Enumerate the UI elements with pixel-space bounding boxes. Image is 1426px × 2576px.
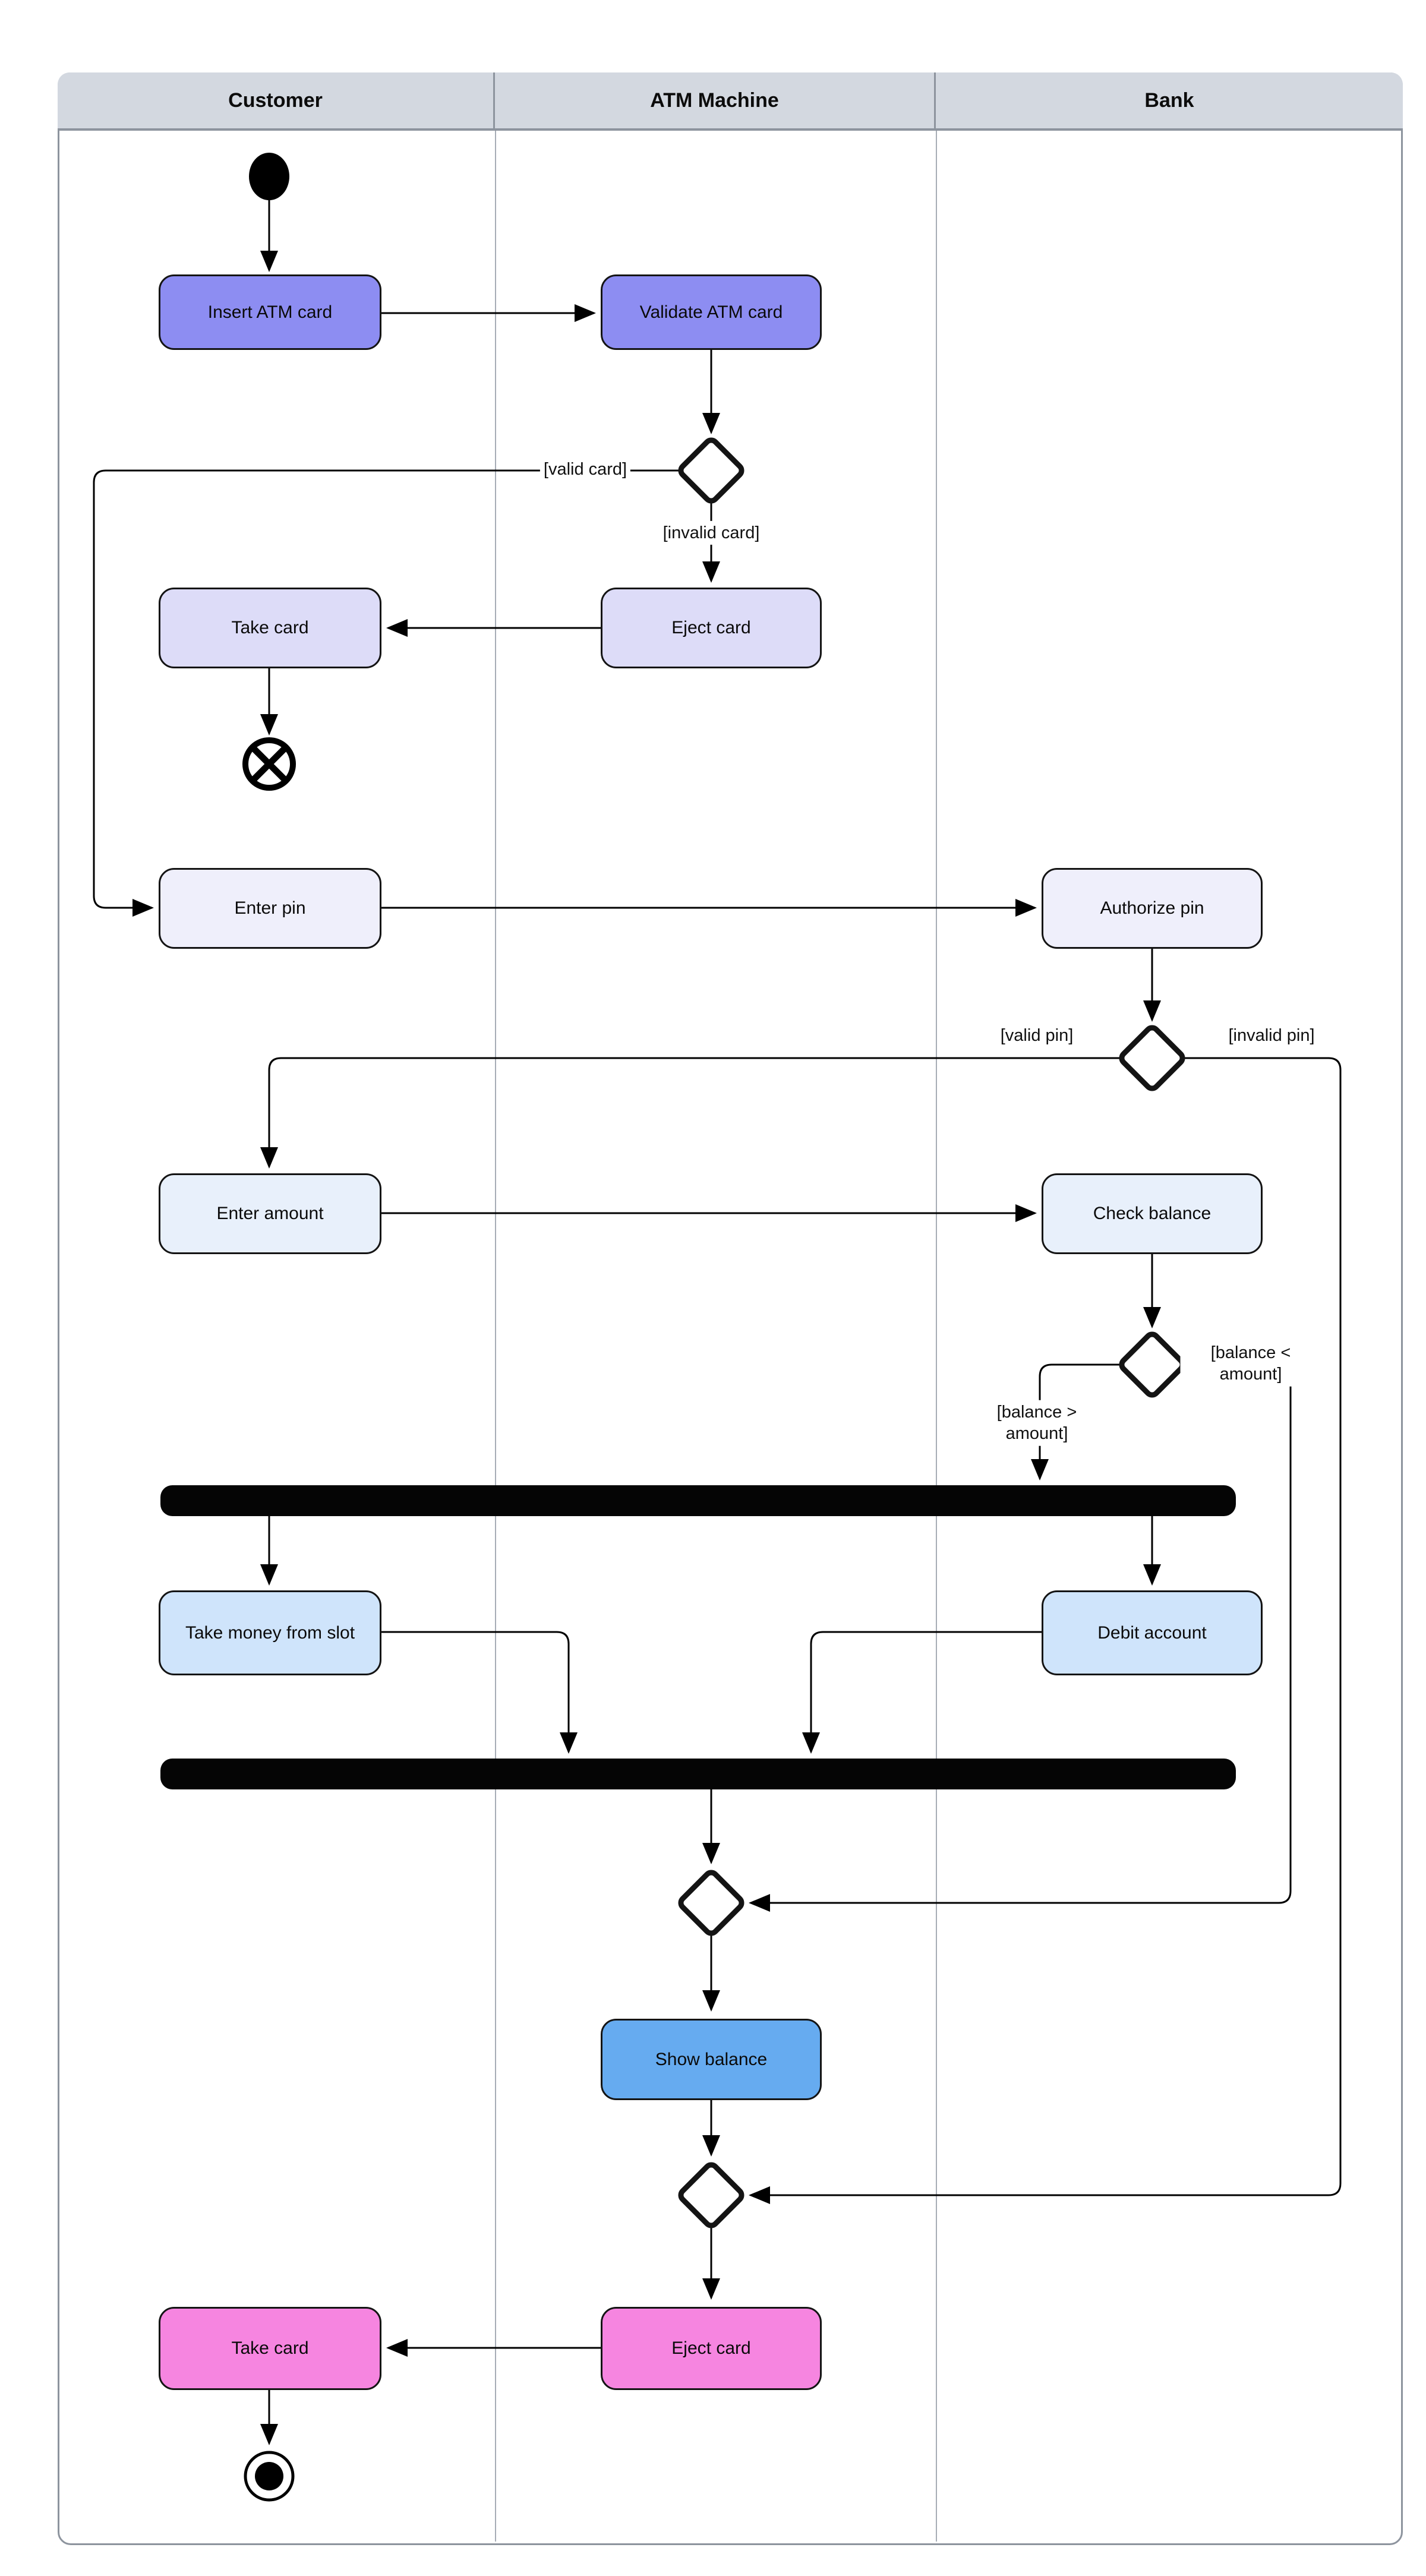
lane-title: ATM Machine bbox=[650, 89, 779, 112]
edge-take-money-to-join bbox=[381, 1631, 578, 1754]
edge-valid-pin-to-enter-amount bbox=[260, 1057, 1119, 1169]
edge-invalid-pin-to-merge-2 bbox=[749, 1057, 1342, 2204]
activity-eject-card-1[interactable]: Eject card bbox=[601, 588, 822, 668]
activity-insert-atm-card[interactable]: Insert ATM card bbox=[159, 274, 381, 350]
activity-final-node bbox=[244, 2451, 295, 2502]
activity-show-balance[interactable]: Show balance bbox=[601, 2019, 822, 2100]
edge-valid-card-to-enter-pin bbox=[93, 469, 679, 917]
activity-authorize-pin[interactable]: Authorize pin bbox=[1042, 868, 1263, 949]
guard-valid-pin: [valid pin] bbox=[996, 1023, 1077, 1048]
activity-take-card-1[interactable]: Take card bbox=[159, 588, 381, 668]
guard-invalid-card: [invalid card] bbox=[659, 520, 764, 545]
activity-eject-card-2[interactable]: Eject card bbox=[601, 2307, 822, 2390]
edge-debit-to-join bbox=[802, 1631, 1042, 1754]
lane-divider-1 bbox=[495, 72, 496, 2542]
decision-pin-valid bbox=[1119, 1025, 1185, 1091]
guard-valid-card: [valid card] bbox=[540, 457, 631, 482]
activity-enter-pin[interactable]: Enter pin bbox=[159, 868, 381, 949]
activity-take-card-2[interactable]: Take card bbox=[159, 2307, 381, 2390]
initial-node bbox=[249, 153, 289, 200]
fork-bar bbox=[160, 1485, 1236, 1516]
join-bar bbox=[160, 1759, 1236, 1789]
merge-node-2 bbox=[678, 2162, 744, 2228]
activity-enter-amount[interactable]: Enter amount bbox=[159, 1173, 381, 1254]
swimlane-header: Customer ATM Machine Bank bbox=[58, 72, 1403, 131]
edge-balance-gt-to-fork bbox=[1031, 1363, 1119, 1480]
lane-divider-2 bbox=[936, 72, 937, 2542]
lane-title: Bank bbox=[1144, 89, 1194, 112]
lane-header-bank: Bank bbox=[936, 72, 1403, 128]
lane-title: Customer bbox=[228, 89, 323, 112]
merge-node-1 bbox=[678, 1870, 744, 1936]
activity-check-balance[interactable]: Check balance bbox=[1042, 1173, 1263, 1254]
guard-balance-lt: [balance < amount] bbox=[1180, 1340, 1321, 1387]
lane-header-customer: Customer bbox=[58, 72, 495, 128]
lane-header-atm-machine: ATM Machine bbox=[495, 72, 936, 128]
guard-invalid-pin: [invalid pin] bbox=[1225, 1023, 1318, 1048]
decision-card-valid bbox=[678, 437, 744, 504]
flow-final-node bbox=[242, 737, 296, 791]
decision-balance bbox=[1119, 1331, 1185, 1398]
activity-validate-atm-card[interactable]: Validate ATM card bbox=[601, 274, 822, 350]
activity-take-money-from-slot[interactable]: Take money from slot bbox=[159, 1590, 381, 1675]
activity-debit-account[interactable]: Debit account bbox=[1042, 1590, 1263, 1675]
guard-balance-gt: [balance > amount] bbox=[966, 1400, 1108, 1446]
